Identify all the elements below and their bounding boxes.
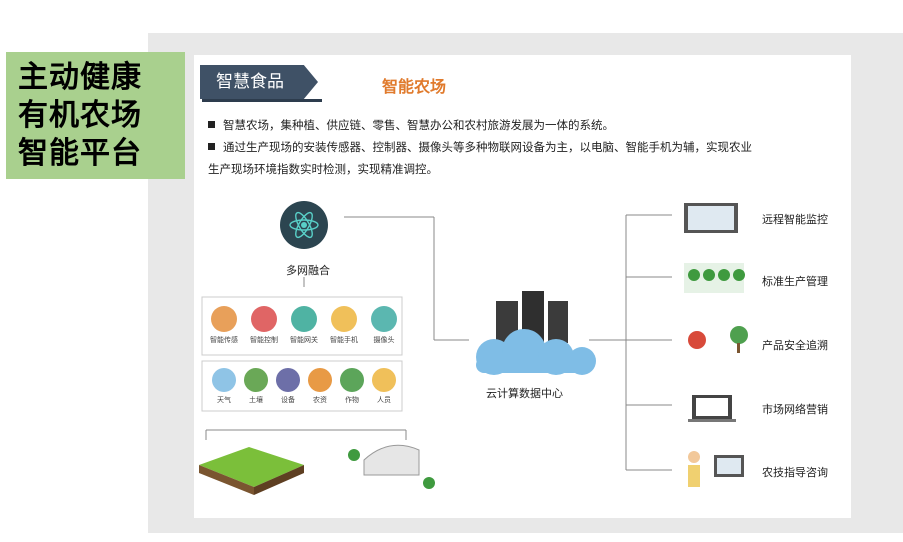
card-heading: 智能农场 [382,77,447,96]
device-box [201,296,403,356]
factor-label-1: 天气 [217,396,231,404]
device-label-1: 智能传感 [210,336,238,344]
advisor-icon [688,451,744,487]
side-title-line-1: 主动健康 [18,59,142,95]
smart-farm-card: 智慧食品 智能农场 智慧农场，集种植、供应链、零售、智慧办公和农村旅游发展为一体… [194,55,851,518]
bullet-2-text-line-2: 生产现场环境指数实时检测，实现精准调控。 [208,162,438,176]
output-label-5: 农技指导咨询 [762,466,828,479]
factor-label-4: 农资 [313,396,327,404]
device-label-3: 智能网关 [290,336,318,344]
trees-icon [684,263,745,293]
bullet-2: 通过生产现场的安装传感器、控制器、摄像头等多种物联网设备为主，以电脑、智能手机为… [208,139,752,155]
atom-icon [280,201,328,249]
laptop-icon [688,395,736,422]
factor-label-6: 人员 [377,396,391,404]
monitor-icon [684,203,738,233]
connector-lines [205,214,672,471]
bullet-2-continued: 生产现场环境指数实时检测，实现精准调控。 [208,161,438,177]
side-title-line-3: 智能平台 [18,135,142,171]
field-icon [199,447,304,495]
bullet-1: 智慧农场，集种植、供应链、零售、智慧办公和农村旅游发展为一体的系统。 [208,117,614,133]
server-cloud-icon [476,291,596,375]
apple-tree-icon [688,326,748,353]
output-label-2: 标准生产管理 [762,275,828,288]
ribbon-underline [202,99,322,102]
factor-label-2: 土壤 [249,396,263,404]
bullet-2-text: 通过生产现场的安装传感器、控制器、摄像头等多种物联网设备为主，以电脑、智能手机为… [223,140,752,154]
side-title-box: 主动健康 有机农场 智能平台 [6,52,185,179]
device-label-2: 智能控制 [250,336,278,344]
factor-label-3: 设备 [281,396,295,404]
factor-box [201,360,403,412]
bullet-1-text: 智慧农场，集种植、供应链、零售、智慧办公和农村旅游发展为一体的系统。 [223,118,614,132]
greenhouse-icon [348,444,435,489]
device-icons [211,306,397,332]
bullet-square-icon [208,121,215,128]
output-label-3: 产品安全追溯 [762,339,828,352]
device-label-5: 摄像头 [373,336,395,344]
ribbon-title: 智慧食品 [200,65,318,99]
iot-diagram [199,201,748,495]
side-title-line-2: 有机农场 [18,97,142,133]
output-label-4: 市场网络营销 [762,403,828,416]
factor-icons [212,368,396,392]
cloud-label: 云计算数据中心 [486,387,563,400]
device-label-4: 智能手机 [330,336,358,344]
output-label-1: 远程智能监控 [762,213,828,226]
bullet-square-icon [208,143,215,150]
fusion-label: 多网融合 [286,264,330,277]
factor-label-5: 作物 [345,396,359,404]
